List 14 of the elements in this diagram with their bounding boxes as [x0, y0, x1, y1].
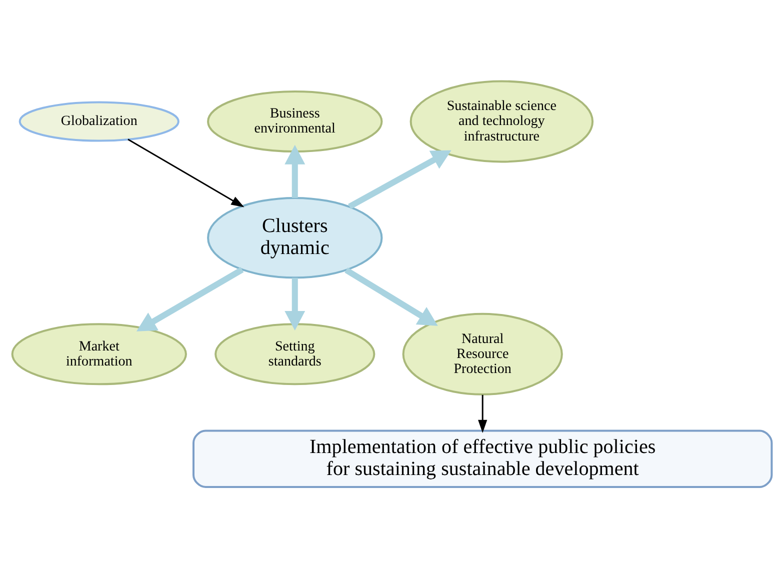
arrow — [344, 267, 438, 326]
node-ellipse: Market information — [11, 322, 187, 385]
arrow — [136, 266, 244, 331]
arrow — [128, 138, 244, 207]
arrow — [478, 394, 488, 432]
arrow — [284, 277, 306, 330]
node-ellipse: Sustainable science and technology infrastructure — [410, 80, 594, 162]
node-ellipse: Natural Resource Protection — [402, 312, 563, 395]
node-ellipse: Business environmental — [207, 90, 383, 152]
node-box: Implementation of effective public policies for sustaining sustainable development — [192, 429, 773, 488]
node-ellipse: Globalization — [18, 100, 180, 142]
node-ellipse: Setting standards — [214, 322, 376, 385]
arrow — [284, 144, 306, 198]
arrow — [348, 150, 452, 209]
